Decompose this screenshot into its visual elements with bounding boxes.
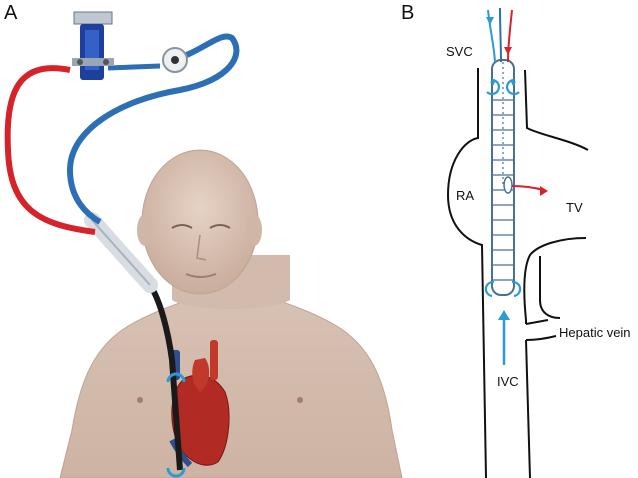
arterial-tube xyxy=(4,65,96,235)
panel-a-illustration xyxy=(4,11,403,478)
hepatic-vein-wall xyxy=(525,319,557,478)
svc-label: SVC xyxy=(446,44,473,59)
ivc-drain-arrow-left xyxy=(484,280,495,298)
tube-blue-1 xyxy=(487,9,496,63)
flow-sensor xyxy=(162,47,188,73)
tv-label: TV xyxy=(566,200,583,215)
panel-a-letter: A xyxy=(4,2,18,24)
ivc-label: IVC xyxy=(497,374,519,389)
vessel-right-wall-upper xyxy=(524,69,589,151)
vessel-left-wall xyxy=(446,68,487,478)
tricuspid-boundary xyxy=(523,237,587,324)
panel-b-letter: B xyxy=(401,2,415,24)
hepatic-vein-label: Hepatic vein xyxy=(559,325,631,340)
return-flow-arrow xyxy=(511,185,545,191)
torso xyxy=(59,287,403,478)
catheter-tip-arrow xyxy=(166,467,186,478)
panel-b-diagram xyxy=(446,7,589,478)
ear-left xyxy=(137,214,153,246)
return-port xyxy=(503,176,513,194)
svc-flow-arrow xyxy=(166,372,186,383)
tube-blue-2 xyxy=(499,7,502,63)
pump-console xyxy=(72,11,114,80)
catheter-b xyxy=(491,59,515,296)
head xyxy=(141,149,259,295)
ear-right xyxy=(246,214,262,246)
ivc-drain-arrow-right xyxy=(511,280,522,298)
venous-tube xyxy=(66,33,240,225)
tube-red xyxy=(507,9,513,63)
ra-label: RA xyxy=(456,188,475,203)
